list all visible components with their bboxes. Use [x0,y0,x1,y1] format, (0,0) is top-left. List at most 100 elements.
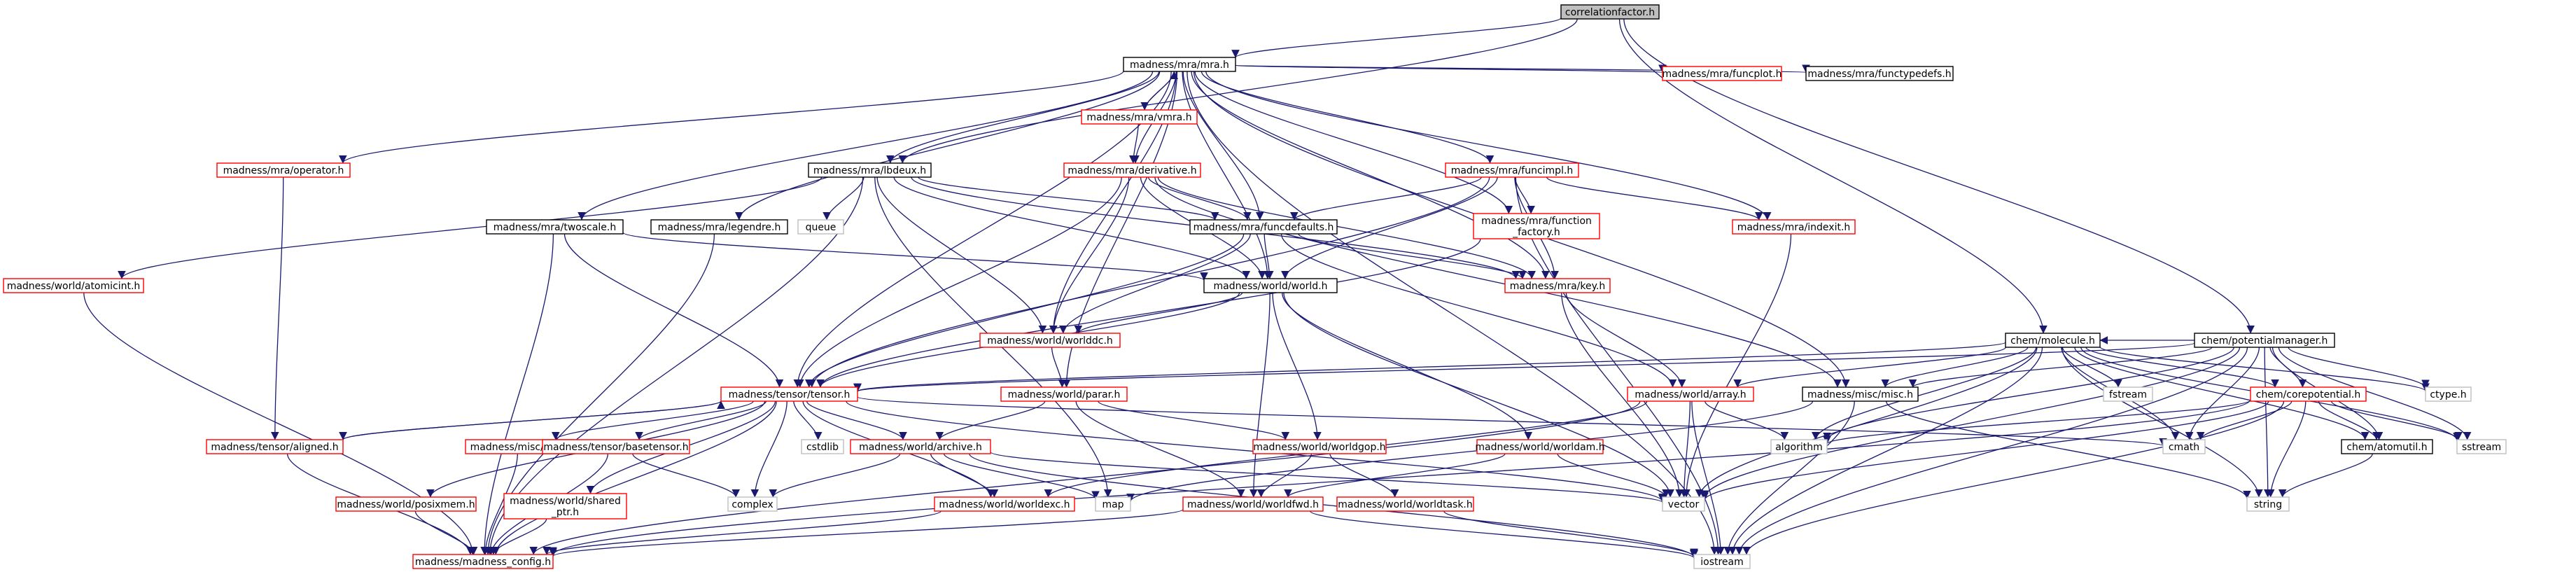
edge-twoscale-to-world [622,232,1208,281]
node-potentialmanager[interactable]: chem/potentialmanager.h [2194,333,2335,348]
node-twoscale[interactable]: madness/mra/twoscale.h [486,219,624,235]
edge-archive-to-vector [990,451,1667,503]
node-iostream-box [1693,554,1751,569]
node-funcimpl[interactable]: madness/mra/funcimpl.h [1445,162,1579,178]
node-key[interactable]: madness/mra/key.h [1504,278,1611,293]
edge-worldgop-to-worldfwd [1256,453,1312,498]
edge-worldgop-to-worldtask [1329,453,1399,498]
node-molecule[interactable]: chem/molecule.h [2005,333,2101,348]
node-functypedefs[interactable]: madness/mra/functypedefs.h [1805,66,1954,81]
node-legendre[interactable]: madness/mra/legendre.h [650,219,788,235]
node-indexit[interactable]: madness/mra/indexit.h [1732,219,1856,235]
node-worldfwd-label: madness/world/worldfwd.h [1187,499,1319,510]
node-operator[interactable]: madness/mra/operator.h [216,162,351,178]
node-madness_config[interactable]: madness/madness_config.h [412,554,554,569]
edge-world-to-worldgop [1272,292,1322,440]
edge-funcdefaults-to-worlddc [1059,233,1251,334]
node-shared_ptr[interactable]: madness/world/shared_ptr.h [503,493,627,519]
node-corepotential-box [2250,386,2367,402]
edge-worldfwd-to-madness_config [549,508,1184,557]
node-worldexc-label: madness/world/worldexc.h [939,499,1070,510]
edge-worlddc-to-parar [1051,347,1067,388]
node-shared_ptr-label: _ptr.h [551,507,579,518]
node-atomutil[interactable]: chem/atomutil.h [2341,439,2433,454]
edge-ran-to-madness_config [481,453,518,555]
node-world[interactable]: madness/world/world.h [1203,278,1338,293]
edge-molecule-to-iostream [1728,347,2043,555]
node-posixmem-box [335,496,477,512]
node-worldam[interactable]: madness/world/worldam.h [1475,439,1605,454]
edge-corepotential-to-madness_config [549,399,2251,556]
node-algorithm-box [1770,439,1828,454]
edge-array-to-iostream [1691,400,1725,555]
edge-potentialmanager-to-tensor [854,342,2195,392]
edge-archive-to-complex [769,453,901,498]
node-function_factory[interactable]: madness/mra/function_factory.h [1473,213,1600,239]
node-lbdeux[interactable]: madness/mra/lbdeux.h [808,162,932,178]
edge-potentialmanager-to-algorithm [1823,347,2234,441]
edge-molecule-to-tensor [854,342,2006,392]
edge-derivative-to-misc [1154,176,1842,388]
edge-mra-to-twoscale [578,71,1154,221]
edge-funcdefaults-to-array [1280,233,1677,388]
node-posixmem[interactable]: madness/world/posixmem.h [335,496,477,512]
node-indexit-label: madness/mra/indexit.h [1737,222,1851,233]
node-parar[interactable]: madness/world/parar.h [1000,386,1128,402]
node-basetensor-box [542,439,690,454]
edge-molecule-to-ctype [2099,346,2430,392]
node-cmath-label: cmath [2169,442,2199,453]
node-array-label: madness/world/array.h [1634,389,1746,400]
edge-key-to-array [1565,292,1686,388]
edge-vmra-to-derivative [1128,123,1139,164]
edge-correlationfactor-to-potentialmanager [1623,18,2255,334]
edge-molecule-to-fstream [2062,347,2122,388]
node-potentialmanager-box [2194,333,2335,348]
edge-worldam-to-vector [1557,453,1670,498]
edge-array-to-madness_config [529,400,1641,555]
node-tensor-label: madness/tensor/tensor.h [729,389,850,400]
node-archive[interactable]: madness/world/archive.h [850,439,991,454]
node-basetensor[interactable]: madness/tensor/basetensor.h [542,439,690,454]
node-map-label: map [1102,499,1124,510]
node-worlddc[interactable]: madness/world/worlddc.h [979,333,1121,348]
node-queue-box [797,219,844,235]
edge-worldam-to-worldfwd [1284,453,1506,498]
edge-derivative-to-tensor [796,176,1122,388]
edge-world-to-worldfwd [1249,292,1270,498]
node-mra[interactable]: madness/mra/mra.h [1123,57,1236,72]
node-worldfwd-box [1182,496,1324,512]
node-tensor[interactable]: madness/tensor/tensor.h [720,386,858,402]
node-worldtask[interactable]: madness/world/worldtask.h [1336,496,1474,512]
edge-atomutil-to-string [2278,453,2373,498]
node-function_factory-label: _factory.h [1512,227,1560,238]
node-funcdefaults[interactable]: madness/mra/funcdefaults.h [1189,219,1338,235]
edge-layer [83,17,2472,559]
node-potentialmanager-label: chem/potentialmanager.h [2202,335,2328,347]
node-derivative[interactable]: madness/mra/derivative.h [1063,162,1201,178]
node-corepotential[interactable]: chem/corepotential.h [2250,386,2367,402]
node-worldexc[interactable]: madness/world/worldexc.h [934,496,1075,512]
node-worldfwd[interactable]: madness/world/worldfwd.h [1182,496,1324,512]
node-atomicint[interactable]: madness/world/atomicint.h [3,278,144,293]
node-vmra-label: madness/mra/vmra.h [1086,112,1191,123]
node-correlationfactor[interactable]: correlationfactor.h [1560,4,1660,20]
node-vmra[interactable]: madness/mra/vmra.h [1081,109,1198,125]
node-funcdefaults-label: madness/mra/funcdefaults.h [1194,222,1334,233]
edge-potentialmanager-to-vector [1700,347,2241,499]
node-array[interactable]: madness/world/array.h [1627,386,1754,402]
edge-tensor-to-ran [552,400,754,440]
node-aligned[interactable]: madness/tensor/aligned.h [206,439,344,454]
node-misc[interactable]: madness/misc/misc.h [1802,386,1919,402]
node-algorithm: algorithm [1770,439,1828,454]
edge-corepotential-to-vector [1700,400,2269,501]
edge-twoscale-to-tensor [564,233,784,388]
edge-vmra-to-mra [1144,71,1179,111]
node-funcplot[interactable]: madness/mra/funcplot.h [1662,66,1782,81]
node-worldgop[interactable]: madness/world/worldgop.h [1252,439,1387,454]
edge-function_factory-to-tensor [816,238,1481,388]
edge-array-to-vector [1679,400,1691,498]
node-lbdeux-label: madness/mra/lbdeux.h [813,165,926,176]
node-sstream-label: sstream [2462,442,2501,453]
node-funcdefaults-box [1189,219,1338,235]
node-world-box [1203,278,1338,293]
